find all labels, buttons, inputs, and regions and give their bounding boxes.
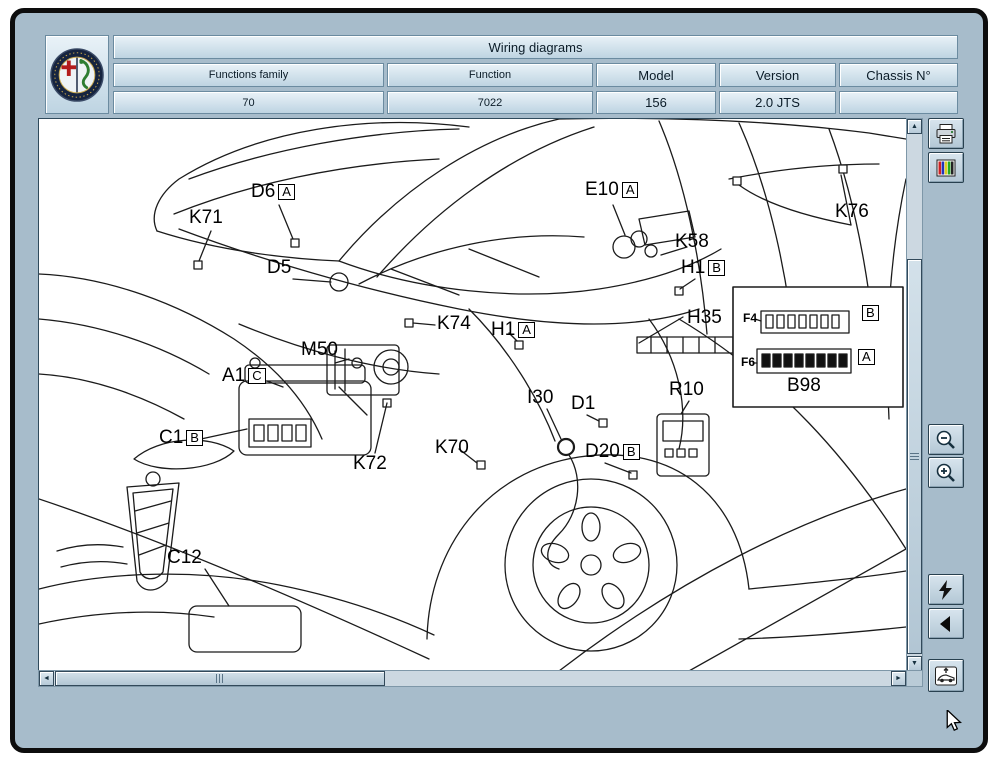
- thumb-grip: [910, 452, 919, 461]
- scroll-left-button[interactable]: ◄: [39, 671, 54, 686]
- col-header-function: Function: [387, 63, 593, 87]
- back-button[interactable]: [928, 608, 964, 639]
- colour-codes-button[interactable]: [928, 152, 964, 183]
- diagram-label-K58: K58: [675, 231, 709, 252]
- diagram-label-K71: K71: [189, 207, 223, 228]
- col-header-model: Model: [596, 63, 716, 87]
- diagram-label-F4: F4: [743, 311, 758, 325]
- colour-codes-icon: [936, 159, 956, 176]
- zoom-out-icon: [936, 430, 955, 449]
- value-function: 7022: [387, 91, 593, 114]
- print-button[interactable]: [928, 118, 964, 149]
- horizontal-scrollbar[interactable]: ◄ ►: [38, 670, 907, 687]
- zoom-out-button[interactable]: [928, 424, 964, 455]
- thumb-grip: [216, 674, 224, 683]
- col-header-chassis: Chassis N°: [839, 63, 958, 87]
- alfa-romeo-badge-icon: [50, 47, 104, 102]
- car-line-drawing: [39, 119, 906, 671]
- diagram-label-K76: K76: [835, 201, 869, 222]
- scroll-down-button[interactable]: ▼: [907, 656, 922, 671]
- diagram-label-C12: C12: [167, 547, 202, 568]
- diagram-label-H35: H35: [687, 307, 722, 328]
- exit-vehicle-button[interactable]: [928, 659, 964, 692]
- value-functions-family: 70: [113, 91, 384, 114]
- vertical-scrollbar[interactable]: ▲ ▼: [906, 118, 923, 672]
- diagram-label-D5: D5: [267, 257, 292, 278]
- diagram-label-I30: I30: [527, 387, 554, 408]
- scrollbar-corner: [906, 670, 923, 687]
- scroll-right-button[interactable]: ►: [891, 671, 906, 686]
- diagram-label-R10: R10: [669, 379, 704, 400]
- diagram-label-B98: B98: [787, 375, 821, 396]
- zoom-in-icon: [936, 463, 955, 482]
- printer-icon: [936, 123, 956, 143]
- diagram-label-A: A: [855, 349, 875, 365]
- page-title: Wiring diagrams: [113, 35, 958, 59]
- diagram-label-B: B: [859, 305, 879, 321]
- col-header-functions-family: Functions family: [113, 63, 384, 87]
- value-version: 2.0 JTS: [719, 91, 836, 114]
- scroll-up-button[interactable]: ▲: [907, 119, 922, 134]
- lightning-icon: [939, 579, 952, 600]
- diagram-label-K74: K74: [437, 313, 471, 334]
- car-exit-icon: [935, 666, 957, 685]
- mouse-cursor: [945, 708, 965, 737]
- value-chassis: [839, 91, 958, 114]
- zoom-in-button[interactable]: [928, 457, 964, 488]
- back-arrow-icon: [940, 615, 950, 632]
- app-window: Wiring diagrams Functions family Functio…: [10, 8, 988, 753]
- col-header-version: Version: [719, 63, 836, 87]
- diagram-label-F6: F6: [741, 355, 756, 369]
- value-model: 156: [596, 91, 716, 114]
- logo-cell: [45, 35, 109, 114]
- diagram-label-M50: M50: [301, 339, 338, 360]
- horizontal-scroll-thumb[interactable]: [55, 671, 385, 686]
- vertical-scroll-thumb[interactable]: [907, 259, 922, 654]
- diagram-label-D1: D1: [571, 393, 596, 414]
- diagram-label-K72: K72: [353, 453, 387, 474]
- diagram-label-K70: K70: [435, 437, 469, 458]
- wiring-diagram-button[interactable]: [928, 574, 964, 605]
